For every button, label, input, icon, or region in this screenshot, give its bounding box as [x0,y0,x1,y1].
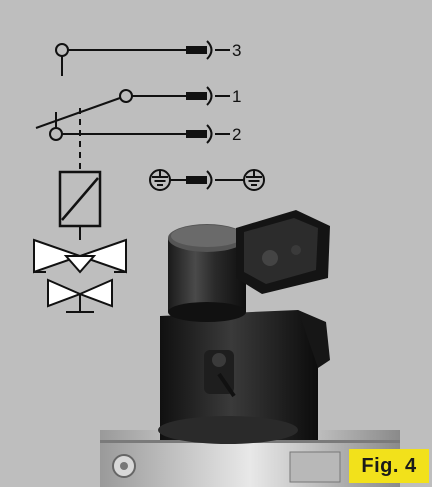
three-way-valve-icon [33,238,127,313]
protective-earth-icon [149,169,244,191]
solenoid-coil-icon [58,170,102,240]
valve-body [160,310,318,440]
right-border [432,0,436,487]
terminal-3-label: 3 [232,41,241,60]
contact-line-1 [119,86,230,106]
protective-earth-icon-right [243,169,265,191]
terminal-1-label: 1 [232,87,241,106]
solenoid-valve-photo [100,210,400,487]
contact-line-2 [49,124,230,144]
switch-blade [35,97,121,129]
terminal-2-label: 2 [232,125,241,144]
contact-line-3 [55,40,230,76]
figure-caption-badge: Fig. 4 [349,449,429,483]
